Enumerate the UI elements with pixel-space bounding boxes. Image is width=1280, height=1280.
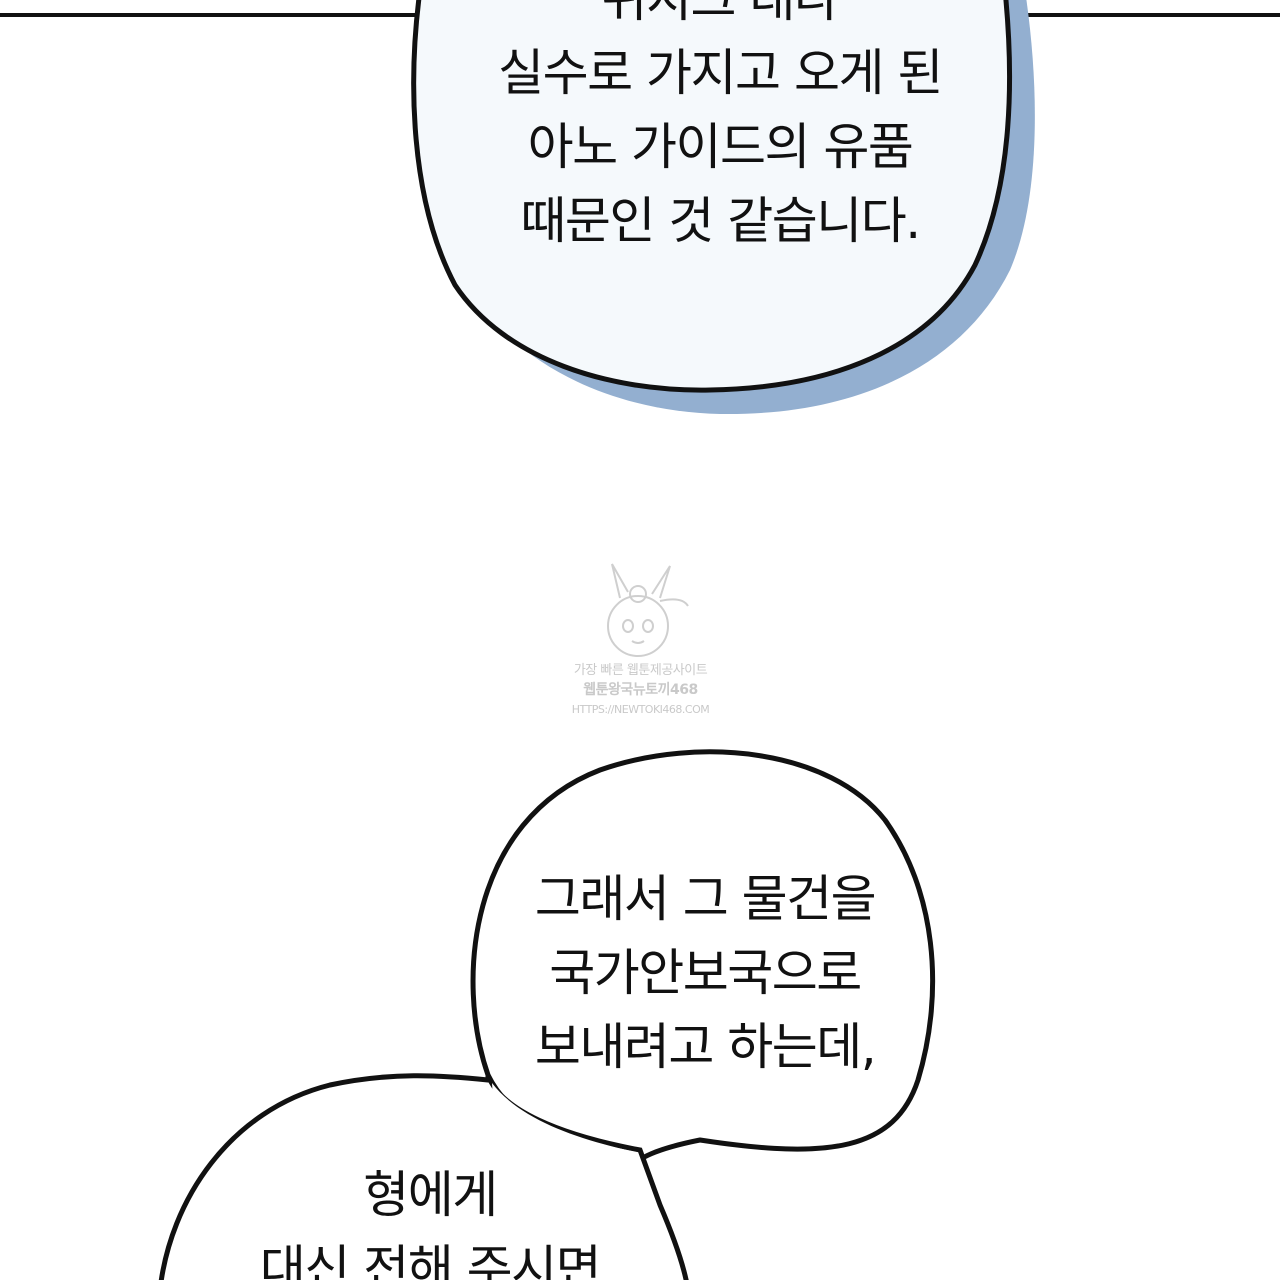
middle-bubble-text: 그래서 그 물건을 국가안보국으로 보내려고 하는데,	[470, 862, 940, 1084]
top-bubble	[411, 0, 1013, 393]
middle-bubble-line-3: 보내려고 하는데,	[534, 1018, 877, 1076]
top-bubble-line-2: 실수로 가지고 오게 된	[498, 44, 943, 102]
bottom-bubble-line-1: 형에게	[363, 1166, 498, 1224]
watermark-url: HTTPS://NEWTOKI468.COM	[571, 703, 710, 716]
bottom-bubble-line-2: 대신 전해 주시면	[259, 1240, 602, 1280]
top-bubble-line-1: 위지크 대나	[450, 0, 990, 36]
top-bubble-text: 위지크 대나 실수로 가지고 오게 된 아노 가이드의 유품 때문인 것 같습니…	[450, 0, 990, 258]
bottom-bubble-text: 형에게 대신 전해 주시면	[230, 1158, 630, 1280]
bottom-bubble	[158, 1073, 689, 1280]
top-bubble-line-4: 때문인 것 같습니다.	[520, 192, 921, 250]
watermark-tagline: 가장 빠른 웹툰제공사이트	[573, 663, 708, 678]
middle-bubble-line-2: 국가안보국으로	[549, 944, 862, 1002]
bubble-seam-cover	[492, 1083, 650, 1200]
middle-bubble-line-1: 그래서 그 물건을	[534, 870, 877, 928]
site-watermark: 가장 빠른 웹툰제공사이트 웹툰왕국뉴토끼468 HTTPS://NEWTOKI…	[568, 556, 713, 726]
top-bubble-line-3: 아노 가이드의 유품	[527, 118, 914, 176]
watermark-site-name: 웹툰왕국뉴토끼468	[583, 682, 698, 698]
mascot-logo-icon	[607, 563, 689, 657]
